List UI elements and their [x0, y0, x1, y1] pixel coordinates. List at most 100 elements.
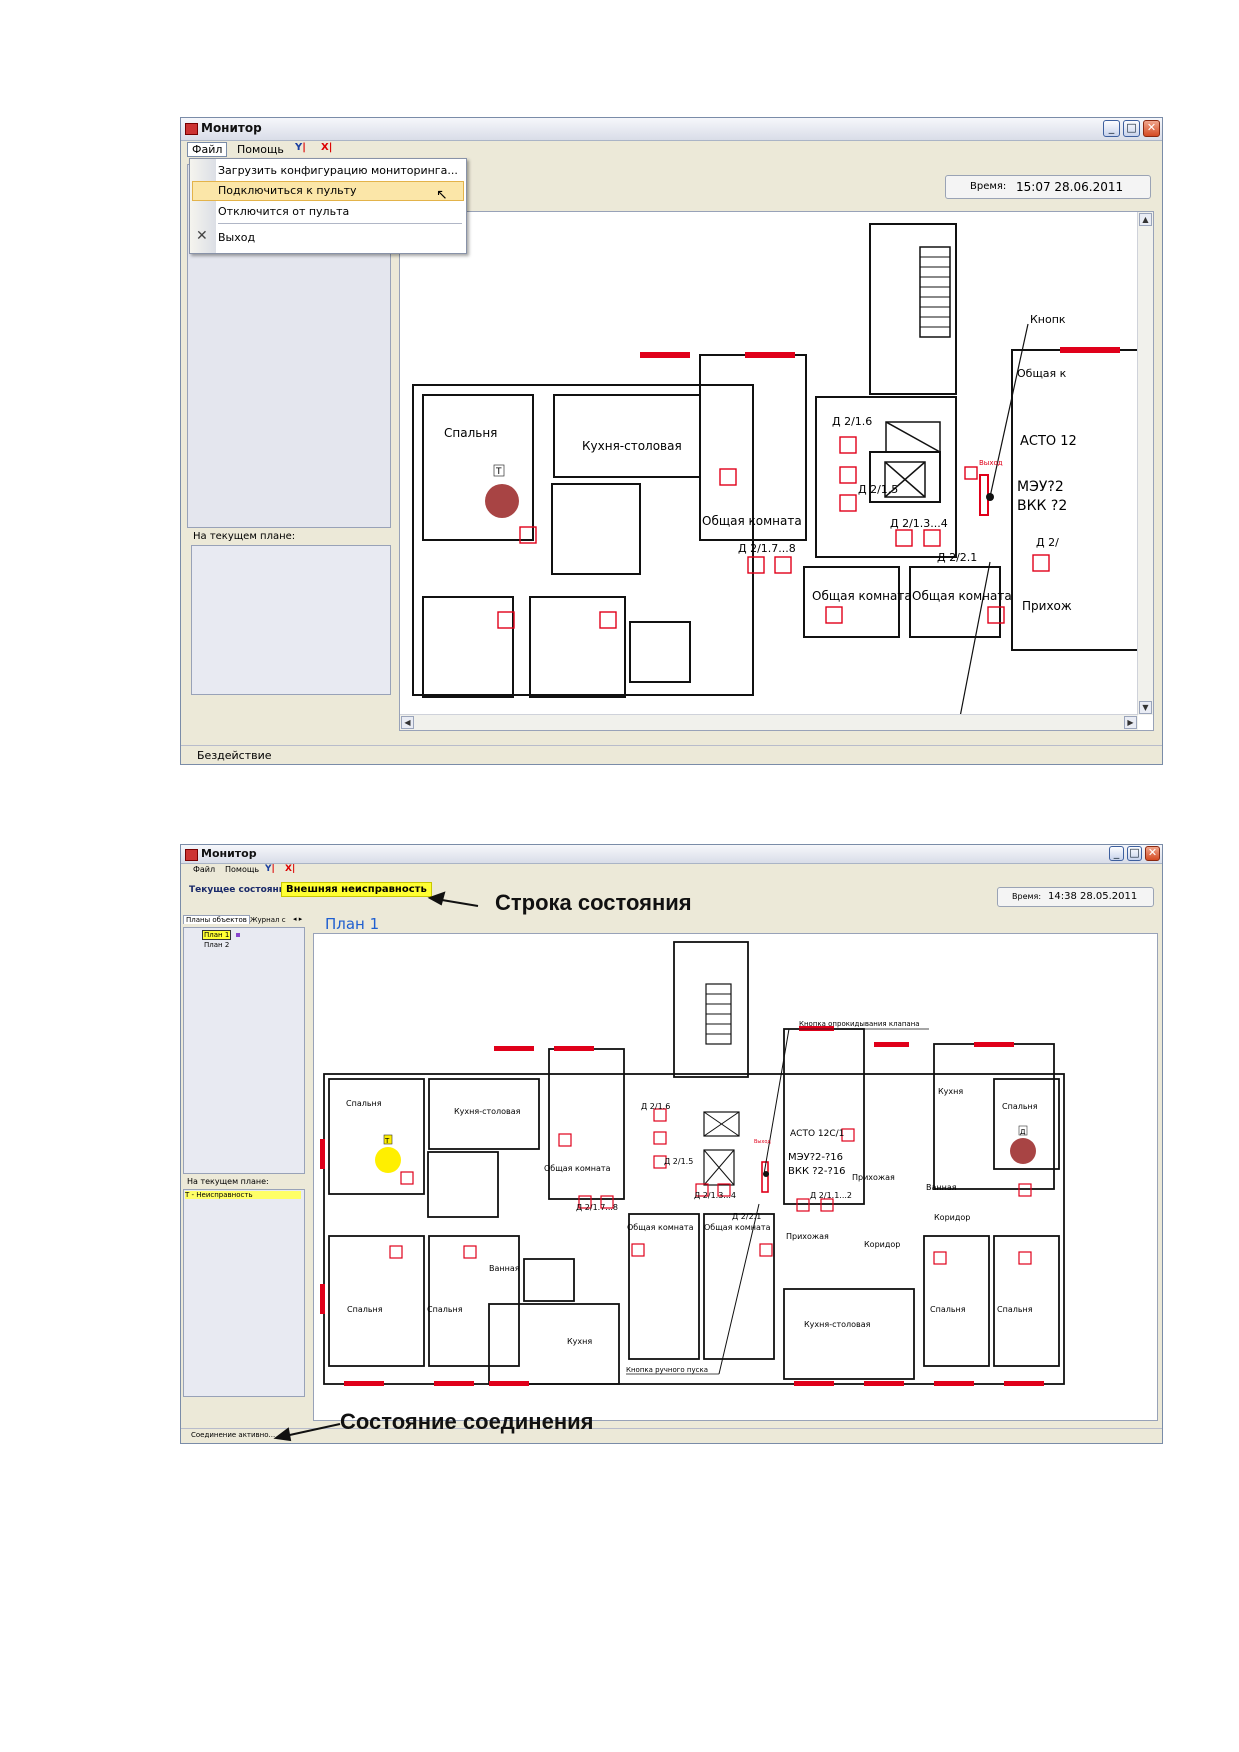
- scroll-down-button[interactable]: ▼: [1139, 701, 1152, 714]
- time-value: 14:38 28.05.2011: [1048, 891, 1138, 902]
- menu-help[interactable]: Помощь: [225, 865, 260, 874]
- room-label: Общая комната: [812, 589, 912, 603]
- minimize-button[interactable]: _: [1103, 120, 1120, 137]
- time-value: 15:07 28.06.2011: [1016, 180, 1124, 194]
- connect-icon[interactable]: Y|: [295, 142, 306, 153]
- menu-bar: Файл Помощь Y| X|: [181, 864, 1162, 878]
- vertical-scrollbar[interactable]: ▲ ▼: [1137, 212, 1153, 715]
- exit-icon: ✕: [196, 228, 208, 244]
- disconnect-menu-item[interactable]: Отключится от пульта: [218, 205, 350, 218]
- time-box: Время: 14:38 28.05.2011: [997, 887, 1154, 907]
- room-label: Ванная: [489, 1264, 520, 1273]
- device-label: Д 2/: [1036, 536, 1059, 549]
- status-text: Бездействие: [197, 749, 272, 762]
- menu-file[interactable]: Файл: [187, 142, 228, 157]
- scroll-left-button[interactable]: ◀: [401, 716, 414, 729]
- room-label: Спальня: [930, 1305, 966, 1314]
- disconnect-icon[interactable]: X|: [285, 864, 296, 874]
- room-label: Общая комната: [627, 1223, 694, 1232]
- room-label: Спальня: [346, 1099, 382, 1108]
- equipment-label: МЭУ?2: [1017, 479, 1064, 495]
- callout-top: Кнопка опрокидывания клапана: [799, 1020, 920, 1028]
- device-label: Д 2/2.1: [937, 551, 977, 564]
- status-text: Соединение активно...: [191, 1431, 276, 1439]
- room-label: Прихожая: [786, 1232, 829, 1241]
- device-label: Д 2/1.5: [664, 1157, 693, 1166]
- equipment-label: Общая к: [1017, 367, 1067, 380]
- room-label: Спальня: [427, 1305, 463, 1314]
- menu-help[interactable]: Помощь: [237, 143, 284, 156]
- maximize-button[interactable]: □: [1123, 120, 1140, 137]
- window-title: Монитор: [201, 121, 262, 135]
- room-label: Прихожая: [852, 1173, 895, 1182]
- tab-scroll-arrows-icon[interactable]: ◂ ▸: [293, 915, 303, 923]
- plan-status-icon: [236, 933, 240, 937]
- time-label: Время:: [1012, 892, 1042, 901]
- title-bar[interactable]: Монитор _ □ ✕: [181, 118, 1162, 141]
- device-label: Д 2/1.6: [641, 1102, 670, 1111]
- app-icon: [185, 123, 198, 135]
- device-label: Д 2/1.1...2: [810, 1191, 852, 1200]
- status-bar: Бездействие: [181, 745, 1162, 764]
- equipment-label: ВКК ?2-?16: [788, 1166, 846, 1177]
- scroll-up-button[interactable]: ▲: [1139, 213, 1152, 226]
- equipment-label: ВКК ?2: [1017, 498, 1067, 514]
- current-plan-list[interactable]: [191, 545, 391, 695]
- current-plan-list[interactable]: Т - Неисправность: [183, 1189, 305, 1397]
- exit-label: Выход: [979, 459, 1003, 467]
- tree-item-plan-1[interactable]: План 1: [202, 930, 232, 940]
- menu-bar: Файл Помощь Y| X|: [181, 141, 1162, 159]
- exit-label: Выход: [754, 1139, 771, 1145]
- room-label: Прихож: [1022, 599, 1072, 613]
- on-current-plan-label: На текущем плане:: [193, 531, 296, 542]
- status-line-annotation: Строка состояния: [495, 890, 692, 915]
- load-config-menu-item[interactable]: Загрузить конфигурацию мониторинга...: [218, 164, 458, 177]
- device-label: Д 2/1.3...4: [890, 517, 948, 530]
- scroll-right-button[interactable]: ▶: [1124, 716, 1137, 729]
- horizontal-scrollbar[interactable]: ◀ ▶: [400, 714, 1138, 730]
- sensor-tag: Т: [384, 1137, 390, 1145]
- tree-item-plan-2[interactable]: План 2: [204, 941, 230, 949]
- floor-plan-view[interactable]: Т Спальня Кухня-столовая Общая комната О…: [399, 211, 1154, 731]
- menu-separator: [218, 223, 462, 224]
- menu-hover-highlight: [192, 181, 464, 201]
- equipment-label: АСТО 12С/1: [790, 1129, 844, 1139]
- minimize-button[interactable]: _: [1109, 846, 1124, 861]
- device-label: Д 2/1.6: [832, 415, 872, 428]
- menu-file[interactable]: Файл: [193, 865, 216, 874]
- floor-plan-drawing: Т Д Спальня: [320, 941, 1065, 1386]
- exit-menu-item[interactable]: Выход: [218, 231, 256, 244]
- room-label: Коридор: [864, 1240, 900, 1249]
- close-button[interactable]: ✕: [1143, 120, 1160, 137]
- maximize-button[interactable]: □: [1127, 846, 1142, 861]
- device-label: Д 2/1.5: [858, 483, 898, 496]
- plan-title: План 1: [325, 915, 380, 933]
- monitor-window-1: Монитор _ □ ✕ Файл Помощь Y| X| На текущ…: [180, 117, 1163, 765]
- disconnect-icon[interactable]: X|: [321, 142, 333, 153]
- connect-icon[interactable]: Y|: [265, 864, 275, 874]
- status-bar: Соединение активно...: [181, 1428, 1162, 1443]
- room-label: Общая комната: [704, 1223, 771, 1232]
- time-box: Время: 15:07 28.06.2011: [945, 175, 1151, 199]
- mouse-cursor-icon: ↖: [436, 187, 448, 203]
- room-label: Спальня: [444, 426, 497, 440]
- connect-menu-item[interactable]: Подключиться к пульту: [218, 184, 357, 197]
- tab-journal[interactable]: Журнал с: [250, 916, 286, 924]
- equipment-label: АСТО 12: [1020, 434, 1077, 449]
- on-current-plan-label: На текущем плане:: [187, 1177, 269, 1186]
- room-label: Общая комната: [912, 589, 1012, 603]
- room-label: Кухня: [567, 1337, 592, 1346]
- file-menu-dropdown: Загрузить конфигурацию мониторинга... По…: [189, 158, 467, 254]
- room-label: Коридор: [934, 1213, 970, 1222]
- connection-state-annotation: Состояние соединения: [340, 1409, 594, 1434]
- current-state-value: Внешняя неисправность: [281, 882, 432, 897]
- close-button[interactable]: ✕: [1145, 846, 1160, 861]
- floor-plan-view[interactable]: Т Д Спальня: [313, 933, 1158, 1421]
- menu-icon-strip: [190, 159, 216, 253]
- sensor-tag: Т: [495, 467, 502, 477]
- callout-bottom: Кнопка ручного пуска: [626, 1366, 708, 1374]
- room-label: Спальня: [347, 1305, 383, 1314]
- title-bar[interactable]: Монитор _ □ ✕: [181, 845, 1162, 864]
- alarm-list-item[interactable]: Т - Неисправность: [185, 1191, 301, 1199]
- tab-object-plans[interactable]: Планы объектов: [183, 915, 250, 924]
